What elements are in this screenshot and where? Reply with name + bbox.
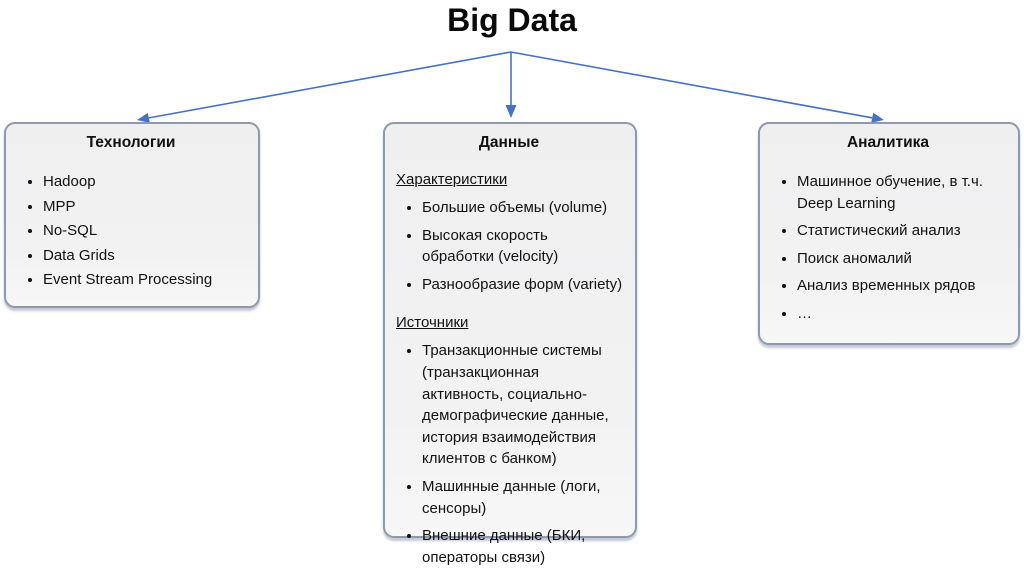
box-analytics: Аналитика Машинное обучение, в т.ч. Deep… xyxy=(758,122,1020,345)
box-header-technologies: Технологии xyxy=(86,134,176,151)
technologies-list: Hadoop MPP No-SQL Data Grids Event Strea… xyxy=(16,171,246,291)
analytics-list: Машинное обучение, в т.ч. Deep Learning … xyxy=(770,171,1006,325)
box-header-data: Данные xyxy=(478,134,540,151)
box-technologies: Технологии Hadoop MPP No-SQL Data Grids … xyxy=(4,122,260,308)
sources-list: Транзакционные системы (транзакционная а… xyxy=(395,340,623,568)
arrow-to-technologies xyxy=(137,51,512,123)
characteristics-list: Большие объемы (volume) Высокая скорость… xyxy=(395,197,623,295)
list-item: Транзакционные системы (транзакционная а… xyxy=(422,340,623,470)
page-title: Big Data xyxy=(447,2,577,38)
section-label-characteristics: Характеристики xyxy=(396,171,508,188)
list-item: Анализ временных рядов xyxy=(797,275,1006,297)
arrow-to-data xyxy=(505,52,517,118)
list-item: MPP xyxy=(43,196,246,218)
list-item: Большие объемы (volume) xyxy=(422,197,623,219)
list-item: Машинное обучение, в т.ч. Deep Learning xyxy=(797,171,1006,214)
list-item: Разнообразие форм (variety) xyxy=(422,274,623,296)
list-item: Поиск аномалий xyxy=(797,248,1006,270)
list-item: Event Stream Processing xyxy=(43,269,246,291)
box-data: Данные Характеристики Большие объемы (vo… xyxy=(383,122,637,566)
section-label-sources: Источники xyxy=(396,314,469,332)
list-item: No-SQL xyxy=(43,220,246,242)
arrow-to-analytics xyxy=(510,51,884,123)
list-item: Статистический анализ xyxy=(797,220,1006,242)
list-item: Data Grids xyxy=(43,245,246,267)
list-item: … xyxy=(797,303,1006,325)
list-item: Высокая скорость обработки (velocity) xyxy=(422,225,623,268)
list-item: Внешние данные (БКИ, операторы связи) xyxy=(422,525,623,568)
box-header-analytics: Аналитика xyxy=(846,134,930,151)
list-item: Машинные данные (логи, сенсоры) xyxy=(422,476,623,519)
list-item: Hadoop xyxy=(43,171,246,193)
